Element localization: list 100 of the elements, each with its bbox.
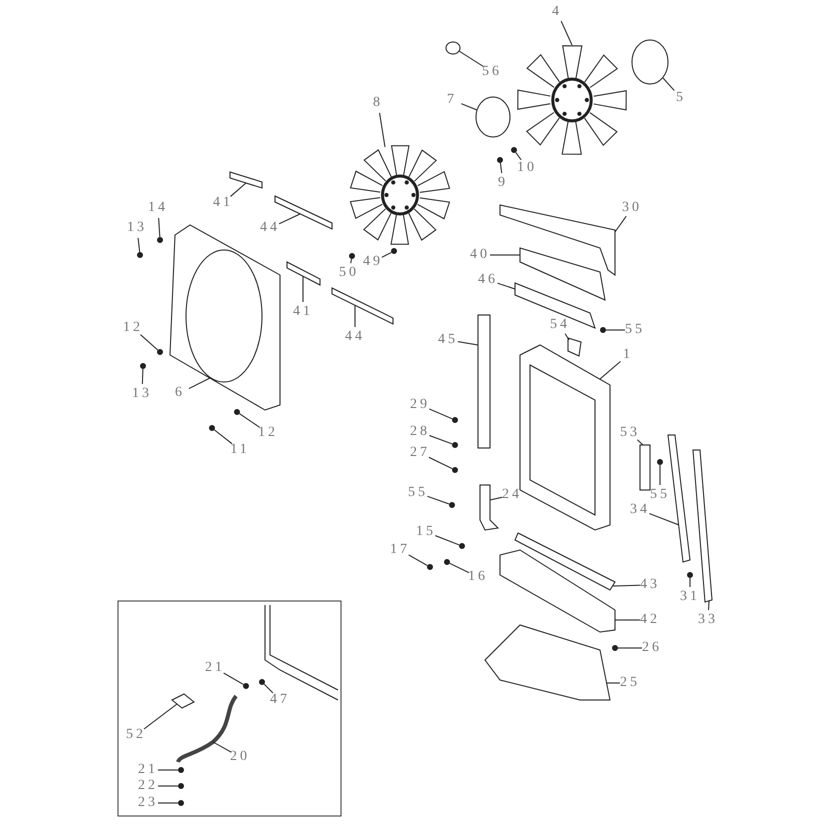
callout-number: 16	[468, 570, 488, 584]
callout-number: 11	[230, 443, 250, 457]
bolt-drawing	[452, 417, 458, 423]
callout-number: 24	[502, 488, 522, 502]
bracket-drawing	[568, 337, 582, 357]
bolt-drawing	[452, 442, 458, 448]
leader-line	[500, 162, 502, 174]
bolt-drawing	[511, 147, 517, 153]
bracket-drawing	[514, 282, 596, 329]
leader-line	[354, 304, 356, 328]
callout-number: 31	[680, 590, 700, 604]
bolt-drawing	[140, 363, 146, 369]
callout-number: 25	[620, 676, 640, 690]
leader-line	[264, 684, 274, 694]
leader-line	[560, 20, 572, 46]
leader-line	[449, 562, 470, 574]
callout-number: 15	[416, 525, 436, 539]
callout-number: 41	[293, 305, 313, 319]
callout-number: 44	[345, 330, 365, 344]
bracket-drawing	[500, 549, 616, 633]
leader-line	[496, 282, 516, 290]
callout-number: 53	[620, 426, 640, 440]
leader-line	[606, 682, 620, 684]
callout-number: 21	[138, 763, 158, 777]
callout-number: 8	[373, 96, 383, 110]
bolt-drawing	[178, 783, 184, 789]
leader-line	[230, 182, 246, 197]
bolt-drawing	[687, 572, 693, 578]
bolt-drawing	[459, 543, 465, 549]
bolt-drawing	[349, 253, 355, 259]
bolt-drawing	[137, 252, 143, 258]
bolt-drawing	[449, 502, 455, 508]
callout-number: 45	[438, 333, 458, 347]
leader-line	[648, 513, 680, 526]
leader-line	[614, 216, 627, 232]
callout-number: 34	[630, 503, 650, 517]
callout-number: 40	[470, 248, 490, 262]
leader-line	[662, 78, 675, 92]
clip-drawing	[171, 693, 195, 709]
leader-line	[490, 254, 520, 256]
callout-number: 56	[482, 65, 502, 79]
bracket-drawing	[520, 247, 606, 301]
callout-number: 44	[260, 221, 280, 235]
callout-number: 26	[642, 641, 662, 655]
bolt-drawing	[209, 425, 215, 431]
callout-number: 50	[339, 266, 359, 280]
leader-line	[636, 439, 644, 446]
radiator-drawing	[520, 344, 610, 531]
callout-number: 13	[132, 387, 152, 401]
callout-number: 55	[408, 486, 428, 500]
callout-number: 12	[258, 426, 278, 440]
callout-number: 6	[175, 386, 185, 400]
leader-line	[428, 434, 453, 444]
leader-line	[428, 456, 453, 470]
callout-number: 14	[148, 201, 168, 215]
seal-strip-drawing	[514, 532, 616, 591]
leader-line	[142, 368, 144, 384]
callout-number: 42	[640, 613, 660, 627]
callout-number: 30	[622, 201, 642, 215]
seal-strip-drawing	[478, 314, 490, 448]
bolt-drawing	[178, 800, 184, 806]
callout-number: 10	[517, 161, 537, 175]
bolt-drawing	[178, 767, 184, 773]
callout-number: 41	[213, 196, 233, 210]
leader-line	[302, 276, 304, 302]
base-plate-drawing	[484, 624, 611, 700]
leader-line	[214, 429, 233, 444]
leader-line	[458, 50, 484, 68]
bar-drawing	[230, 171, 262, 189]
bolt-drawing	[391, 248, 397, 254]
leader-line	[428, 408, 453, 420]
bolt-drawing	[157, 349, 163, 355]
leader-line	[379, 112, 386, 148]
callout-number: 47	[270, 693, 290, 707]
callout-number: 55	[625, 323, 645, 337]
leader-line	[158, 217, 160, 238]
fan-drawing	[517, 45, 627, 155]
callout-number: 7	[447, 93, 457, 107]
callout-number: 52	[126, 728, 146, 742]
leader-line	[426, 496, 450, 504]
callout-number: 23	[138, 796, 158, 810]
leader-line	[140, 334, 158, 350]
callout-number: 21	[205, 661, 225, 675]
bolt-drawing	[452, 467, 458, 473]
leader-line	[212, 742, 232, 753]
leader-line	[158, 802, 178, 804]
leader-line	[600, 361, 621, 380]
callout-number: 12	[123, 321, 143, 335]
leader-line	[223, 672, 244, 685]
seal-strip-drawing	[667, 434, 691, 563]
leader-line	[278, 214, 300, 224]
leader-line	[612, 584, 640, 586]
leader-line	[708, 600, 710, 611]
callout-number: 49	[363, 255, 383, 269]
bolt-drawing	[497, 157, 503, 163]
callout-number: 1	[623, 348, 633, 362]
bolt-drawing	[612, 645, 618, 651]
callout-number: 17	[390, 543, 410, 557]
bracket-drawing	[500, 204, 616, 276]
bolt-drawing	[243, 683, 249, 689]
